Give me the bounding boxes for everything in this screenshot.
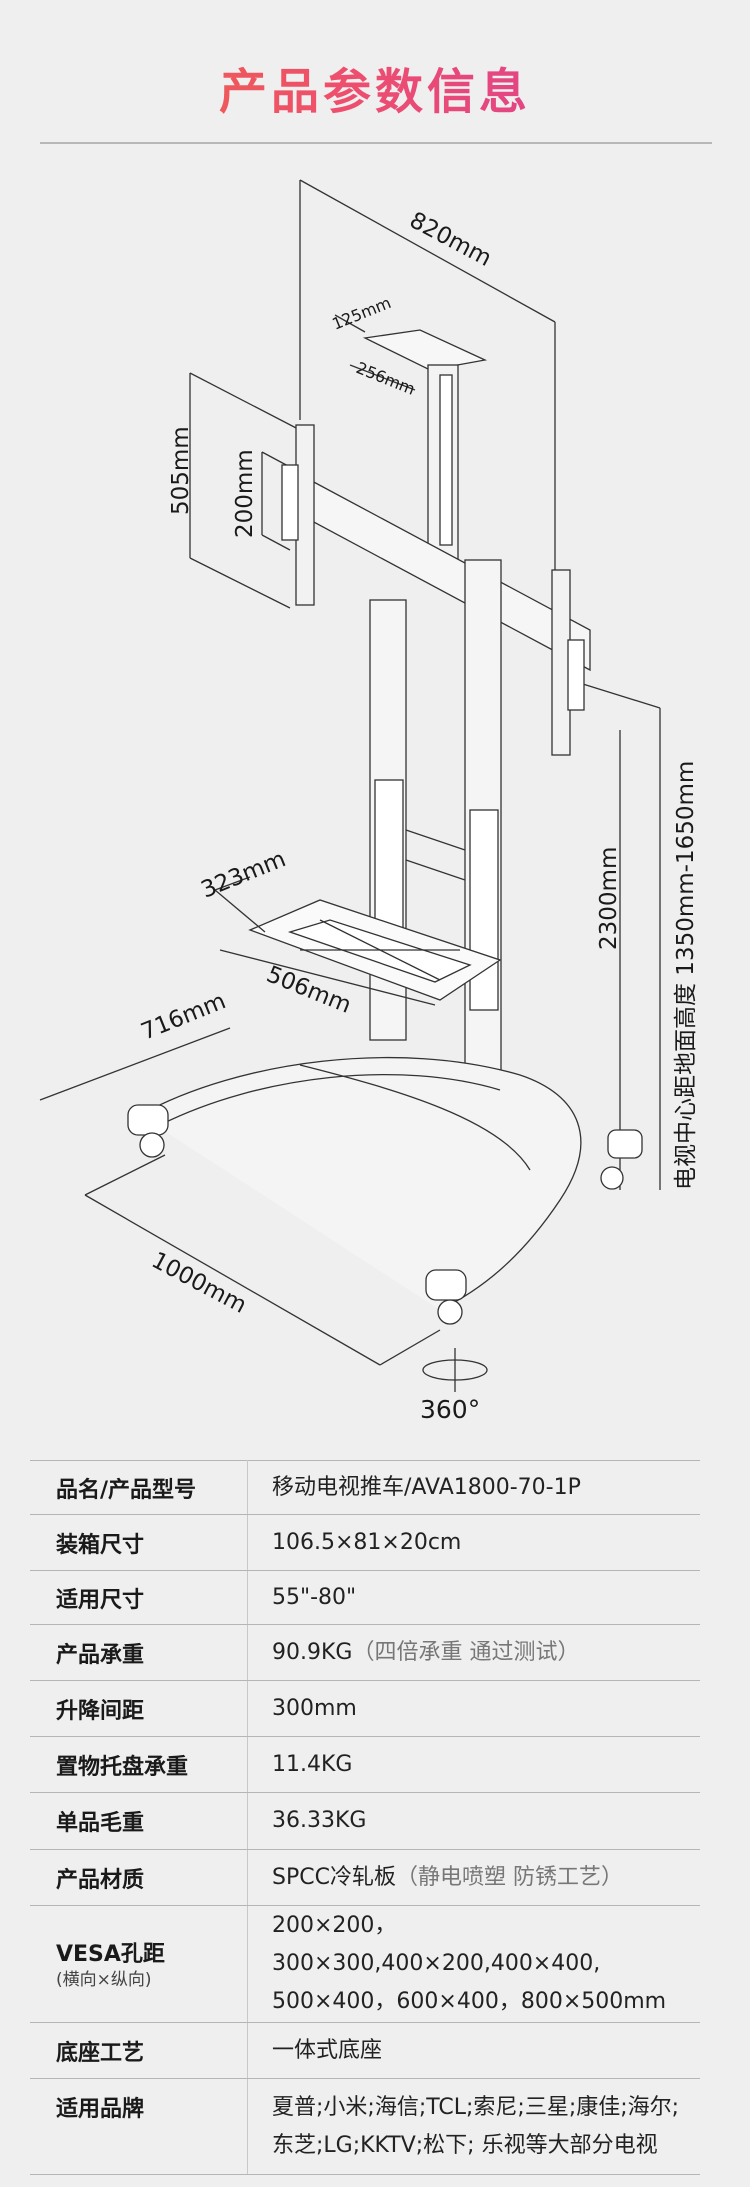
dim-line-820-top [299,179,556,323]
spec-key: 单品毛重 [30,1792,248,1850]
table-row: 品名/产品型号 移动电视推车/AVA1800-70-1P [30,1460,700,1515]
spec-value: 90.9KG [272,1639,353,1665]
table-row: 置物托盘承重 11.4KG [30,1736,700,1793]
spec-value: 55"-80" [247,1570,700,1625]
spec-value: 36.33KG [247,1792,700,1850]
table-row: 适用品牌 夏普;小米;海信;TCL;索尼;三星;康佳;海尔; 东芝;LG;KKTV… [30,2078,700,2175]
spec-key: 适用品牌 [30,2078,248,2175]
dim-center-height: 电视中心距地面高度 1350mm-1650mm [673,761,699,1190]
table-row: 适用尺寸 55"-80" [30,1570,700,1625]
table-row: 升降间距 300mm [30,1680,700,1737]
dim-2300mm: 2300mm [596,847,622,950]
spec-value: 移动电视推车/AVA1800-70-1P [247,1460,700,1515]
rotation-label: 360° [420,1395,481,1424]
dim-200mm: 200mm [232,449,258,538]
spec-table: 品名/产品型号 移动电视推车/AVA1800-70-1P 装箱尺寸 106.5×… [30,1460,700,2175]
dim-323mm: 323mm [198,846,290,903]
spec-value-line2: 500×400，600×400，800×500mm [272,1989,667,2014]
spec-value: 200×200，300×300,400×200,400×400, [272,1913,601,1976]
table-row: VESA孔距 (横向×纵向) 200×200，300×300,400×200,40… [30,1905,700,2023]
spec-key: VESA孔距 [56,1942,165,1967]
table-row: 产品承重 90.9KG（四倍承重 通过测试） [30,1624,700,1681]
spec-key: 适用尺寸 [30,1570,248,1625]
table-row: 底座工艺 一体式底座 [30,2022,700,2079]
spec-value: 300mm [247,1680,700,1737]
spec-key: 产品材质 [30,1849,248,1906]
spec-value: 夏普;小米;海信;TCL;索尼;三星;康佳;海尔; [272,2094,680,2120]
dim-505mm: 505mm [168,426,194,515]
spec-note: （四倍承重 通过测试） [352,1639,580,1665]
dim-1000mm: 1000mm [147,1247,250,1318]
spec-value-line2: 东芝;LG;KKTV;松下; 乐视等大部分电视 [272,2132,658,2158]
spec-value: 一体式底座 [247,2022,700,2079]
table-row: 单品毛重 36.33KG [30,1792,700,1850]
dim-256mm: 256mm [354,358,418,399]
page-title: 产品参数信息 [0,52,750,122]
spec-value: 106.5×81×20cm [247,1514,700,1571]
table-row: 装箱尺寸 106.5×81×20cm [30,1514,700,1571]
dim-125mm: 125mm [329,293,393,334]
spec-key: 底座工艺 [30,2022,248,2079]
spec-value: 11.4KG [247,1736,700,1793]
spec-key: 装箱尺寸 [30,1514,248,1571]
table-row: 产品材质 SPCC冷轧板（静电喷塑 防锈工艺） [30,1849,700,1906]
dim-506mm: 506mm [263,961,355,1018]
spec-key: 产品承重 [30,1624,248,1681]
spec-note: （静电喷塑 防锈工艺） [395,1864,623,1890]
spec-key: 品名/产品型号 [30,1460,248,1515]
spec-value: SPCC冷轧板 [272,1864,396,1890]
spec-key: 升降间距 [30,1680,248,1737]
title-divider [40,142,712,144]
dim-716mm: 716mm [138,988,230,1045]
dim-820mm: 820mm [405,207,496,272]
product-diagram: 820mm 125mm 256mm 505mm 200mm 323mm 506m… [39,179,699,1392]
spec-key-sub: (横向×纵向) [56,1970,152,1990]
spec-key: 置物托盘承重 [30,1736,248,1793]
